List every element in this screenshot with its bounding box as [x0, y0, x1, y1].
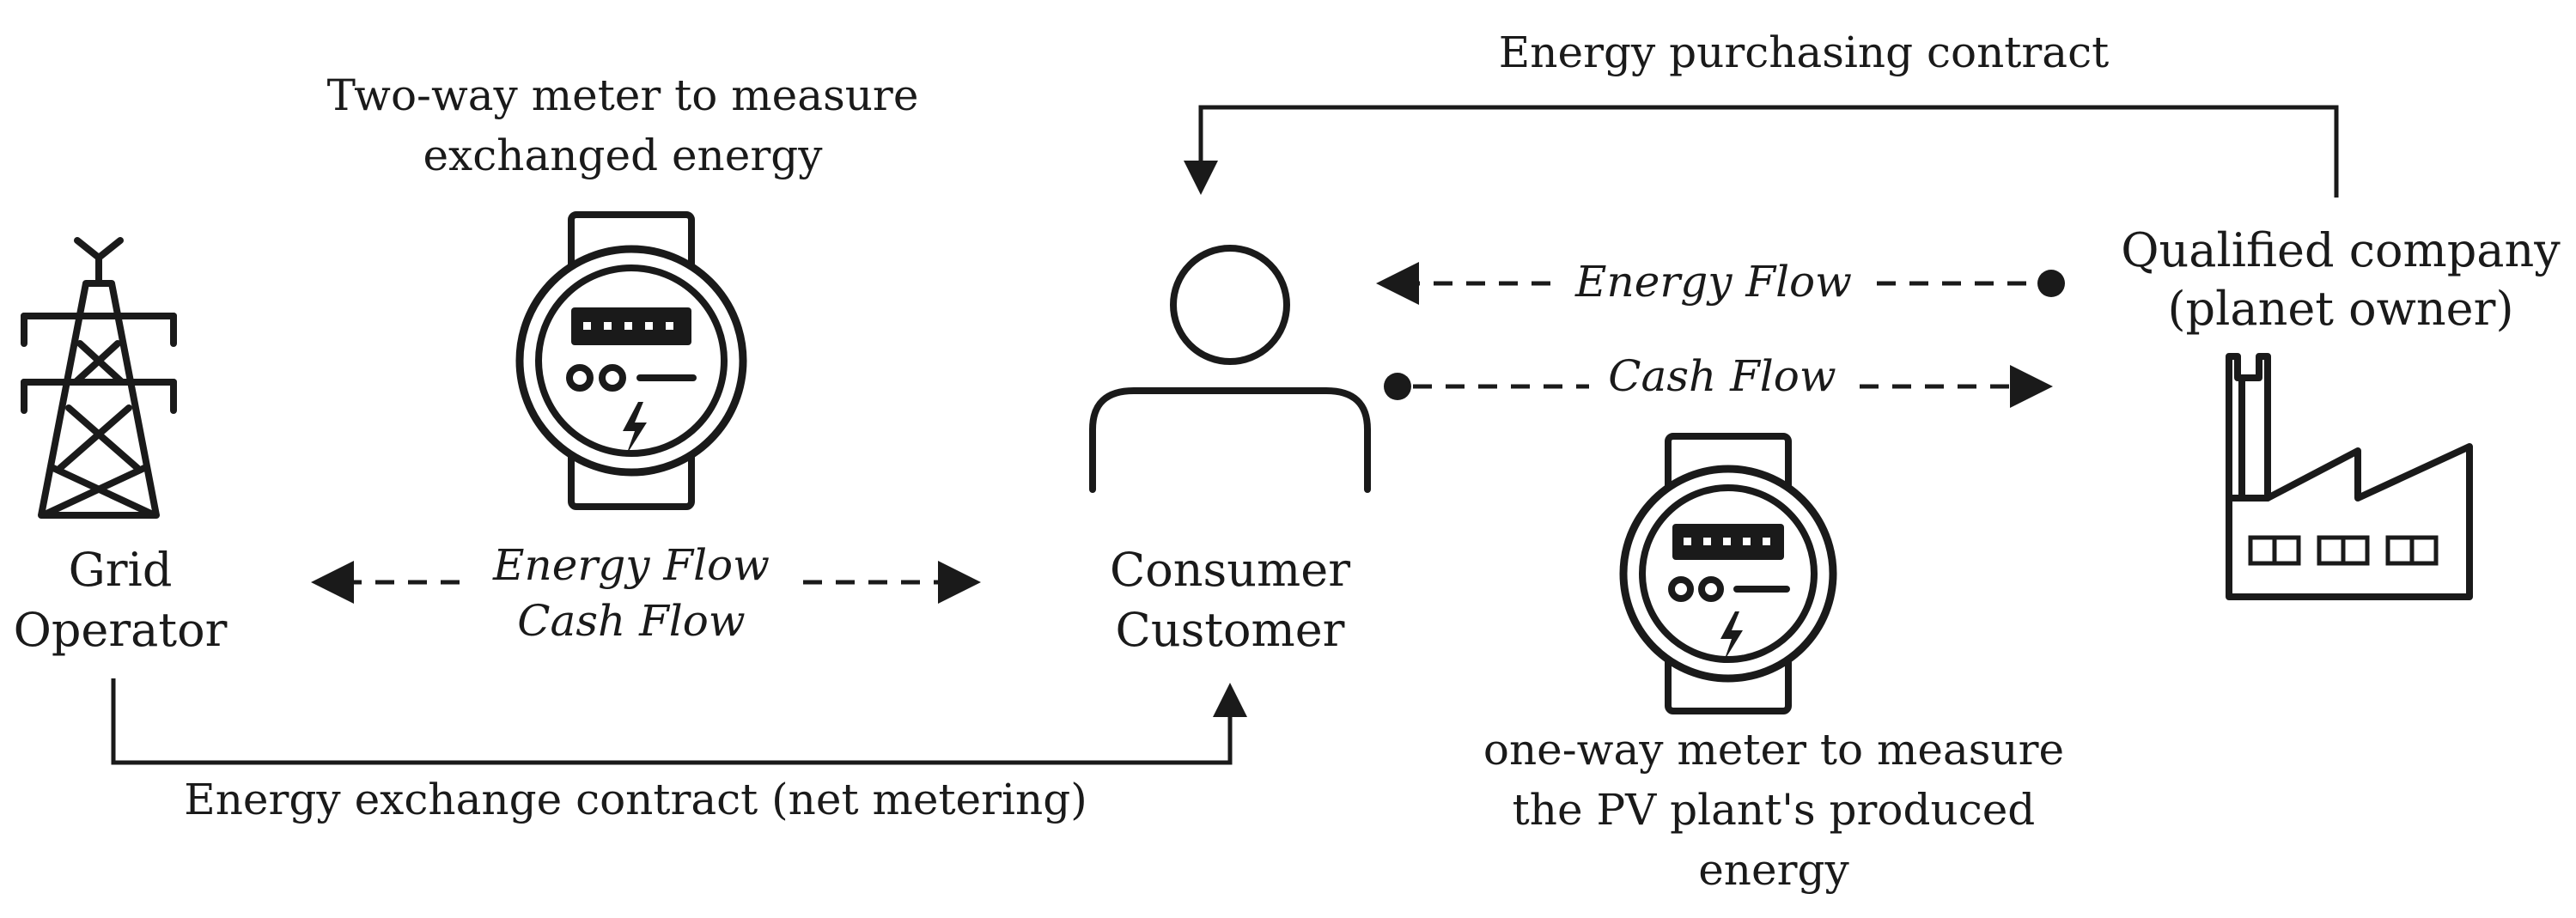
company-energy-flow-label: Energy Flow	[1574, 257, 1852, 307]
consumer-label-line1: Consumer	[1110, 543, 1350, 597]
two-way-meter-icon	[515, 211, 747, 510]
two-way-meter-caption-line1: Two-way meter to measure	[327, 70, 919, 120]
grid-operator-label-line1: Grid	[69, 543, 173, 597]
grid-operator-label-line2: Operator	[14, 603, 228, 657]
one-way-meter-caption-line1: one-way meter to measure	[1483, 725, 2064, 775]
grid-energy-flow-label: Energy Flow	[492, 540, 770, 590]
company-label-line2: (planet owner)	[2167, 282, 2513, 336]
company-cash-flow-dot	[1384, 373, 1411, 400]
factory-icon	[2226, 353, 2473, 600]
one-way-meter-caption-line3: energy	[1698, 845, 1849, 895]
transmission-tower-icon	[21, 237, 177, 519]
purchasing-contract-label: Energy purchasing contract	[1499, 27, 2109, 77]
company-energy-flow-dot	[2037, 270, 2065, 297]
purchasing-contract-connector	[1184, 105, 2339, 198]
one-way-meter-caption-line2: the PV plant's produced	[1513, 785, 2036, 835]
grid-cash-flow-label: Cash Flow	[517, 596, 745, 646]
exchange-contract-label: Energy exchange contract (net metering)	[184, 775, 1087, 824]
company-cash-flow-label: Cash Flow	[1608, 351, 1836, 401]
person-icon	[1089, 245, 1371, 493]
company-label-line1: Qualified company	[2121, 223, 2561, 277]
consumer-label-line2: Customer	[1116, 603, 1345, 657]
two-way-meter-caption-line2: exchanged energy	[423, 131, 823, 180]
exchange-contract-connector	[111, 678, 1247, 765]
one-way-meter-icon	[1619, 433, 1837, 714]
